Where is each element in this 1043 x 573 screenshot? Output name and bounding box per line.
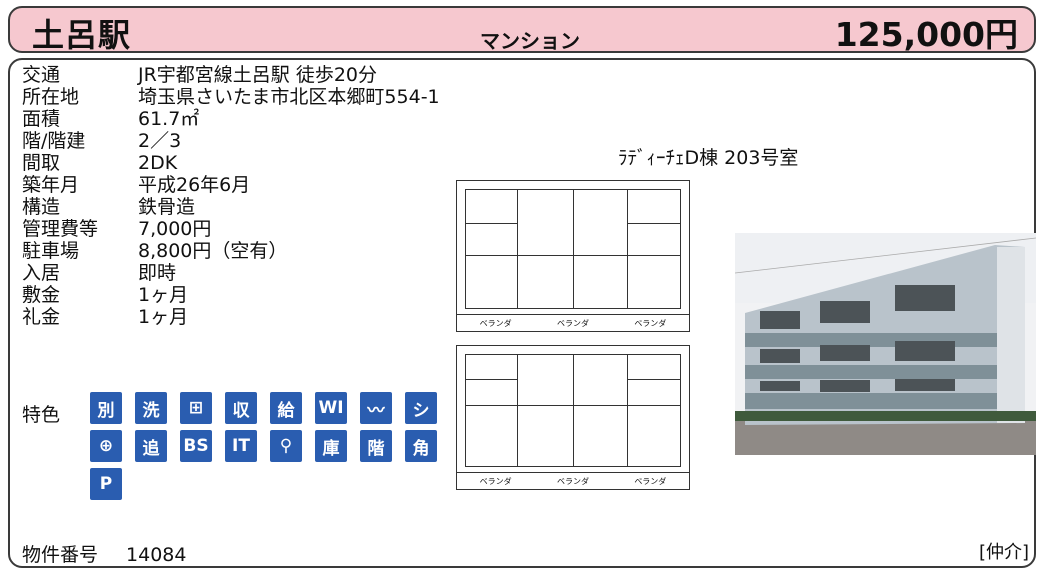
spec-row: 敷金 1ヶ月 — [22, 284, 440, 306]
features-row: P — [90, 468, 135, 500]
spec-row: 構造 鉄骨造 — [22, 196, 440, 218]
floor-plan-lower: ベランダ ベランダ ベランダ — [456, 345, 690, 490]
spec-label: 築年月 — [22, 174, 80, 196]
broker-tag: [仲介] — [978, 542, 1029, 563]
spec-label: 敷金 — [22, 284, 61, 306]
spec-value: JR宇都宮線土呂駅 徒歩20分 — [138, 64, 378, 86]
spec-value: 埼玉県さいたま市北区本郷町554-1 — [138, 86, 440, 108]
spec-label: 間取 — [22, 152, 61, 174]
property-number: 物件番号 14084 — [22, 540, 214, 567]
spec-label: 交通 — [22, 64, 61, 86]
feature-badge: 角 — [405, 430, 437, 462]
feature-badge: シ — [405, 392, 437, 424]
spec-row: 入居 即時 — [22, 262, 440, 284]
feature-badge: 収 — [225, 392, 257, 424]
balcony-label: ベランダ — [479, 476, 512, 486]
spec-value: 平成26年6月 — [138, 174, 251, 196]
balcony-label: ベランダ — [634, 318, 667, 328]
features-row: ⊕ 追 BS IT ⚲ 庫 階 角 — [90, 430, 450, 462]
spec-row: 駐車場 8,800円（空有） — [22, 240, 440, 262]
spec-label: 階/階建 — [22, 130, 86, 152]
spec-value: 1ヶ月 — [138, 306, 189, 328]
balcony-label: ベランダ — [556, 476, 589, 486]
spec-label: 管理費等 — [22, 218, 99, 240]
balcony-label: ベランダ — [556, 318, 589, 328]
spec-label: 面積 — [22, 108, 61, 130]
spec-value: 61.7㎡ — [138, 108, 200, 130]
feature-badge: 庫 — [315, 430, 347, 462]
spec-value: 8,800円（空有） — [138, 240, 288, 262]
features-label: 特色 — [22, 404, 61, 426]
room-name: ﾗﾃﾞｨｰﾁｪD棟 203号室 — [618, 147, 799, 169]
feature-badge: 〰 — [360, 392, 392, 424]
spec-value: 2／3 — [138, 130, 182, 152]
spec-row: 築年月 平成26年6月 — [22, 174, 440, 196]
feature-badge: 給 — [270, 392, 302, 424]
spec-value: 1ヶ月 — [138, 284, 189, 306]
spec-row: 管理費等 7,000円 — [22, 218, 440, 240]
floor-plan-upper: ベランダ ベランダ ベランダ — [456, 180, 690, 332]
feature-badge: WI — [315, 392, 347, 424]
spec-row: 間取 2DK — [22, 152, 440, 174]
rent-price: 125,000円 — [834, 15, 1018, 54]
spec-value: 鉄骨造 — [138, 196, 196, 218]
balcony-label: ベランダ — [479, 318, 512, 328]
spec-value: 7,000円 — [138, 218, 212, 240]
parking-badge: P — [90, 468, 122, 500]
spec-row: 所在地 埼玉県さいたま市北区本郷町554-1 — [22, 86, 440, 108]
spec-value: 即時 — [138, 262, 177, 284]
spec-value: 2DK — [138, 152, 178, 174]
spec-row: 面積 61.7㎡ — [22, 108, 440, 130]
feature-badge: 洗 — [135, 392, 167, 424]
spec-label: 礼金 — [22, 306, 61, 328]
station-name: 土呂駅 — [32, 16, 132, 54]
feature-badge: 追 — [135, 430, 167, 462]
feature-badge: 階 — [360, 430, 392, 462]
spec-label: 駐車場 — [22, 240, 80, 262]
spec-label: 所在地 — [22, 86, 80, 108]
spec-label: 入居 — [22, 262, 61, 284]
building-photo — [735, 233, 1036, 455]
feature-badge: ⊞ — [180, 392, 212, 424]
property-number-label: 物件番号 — [22, 544, 99, 566]
feature-badge: IT — [225, 430, 257, 462]
features-row: 別 洗 ⊞ 収 給 WI 〰 シ — [90, 392, 450, 424]
balcony-label: ベランダ — [634, 476, 667, 486]
property-type: マンション — [480, 29, 580, 53]
feature-badge: ⚲ — [270, 430, 302, 462]
feature-badge: ⊕ — [90, 430, 122, 462]
feature-badge: BS — [180, 430, 212, 462]
property-number-value: 14084 — [126, 544, 187, 566]
feature-badge: 別 — [90, 392, 122, 424]
spec-row: 階/階建 2／3 — [22, 130, 440, 152]
spec-row: 礼金 1ヶ月 — [22, 306, 440, 328]
spec-row: 交通 JR宇都宮線土呂駅 徒歩20分 — [22, 64, 440, 86]
title-bar: 土呂駅 マンション 125,000円 — [8, 6, 1036, 54]
spec-label: 構造 — [22, 196, 61, 218]
